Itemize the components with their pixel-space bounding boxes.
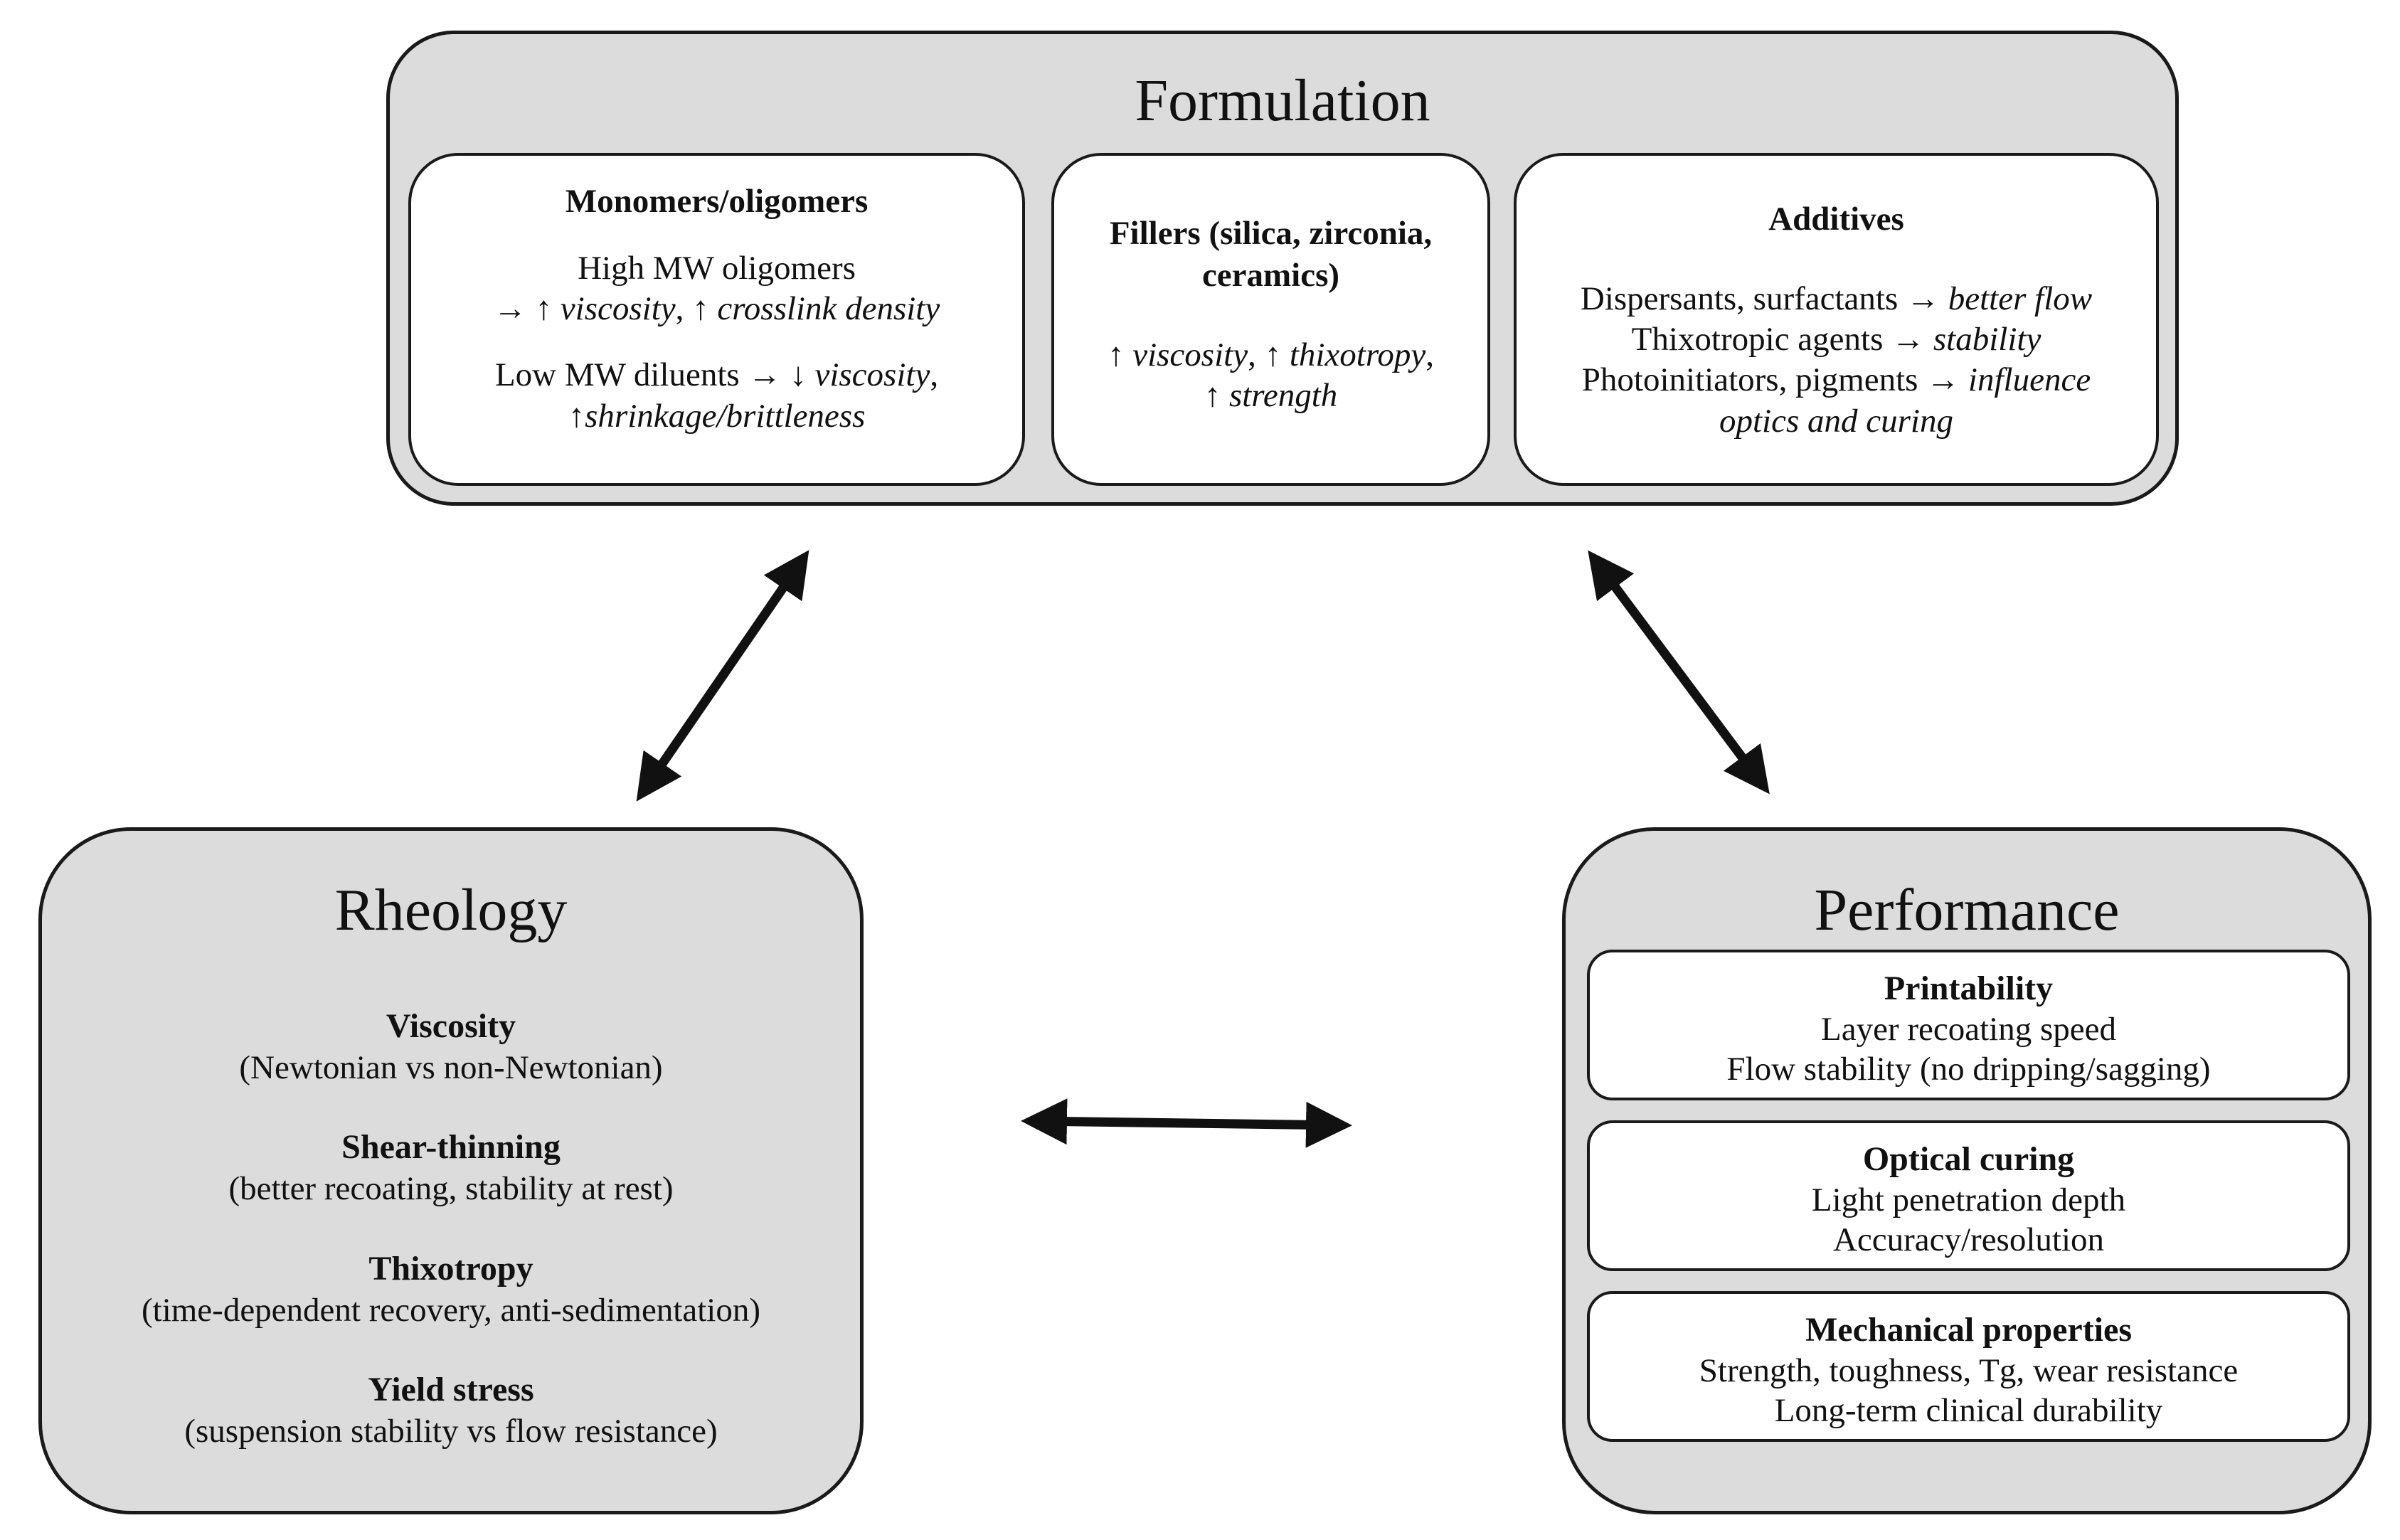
fillers-card: Fillers (silica, zirconia, ceramics) ↑ v…	[1051, 153, 1490, 486]
formulation-title: Formulation	[1135, 68, 1430, 134]
additives-line3: Photoinitiators, pigments → influence	[1581, 361, 2091, 399]
monomers-card: Monomers/oligomers High MW oligomers → ↑…	[408, 153, 1025, 486]
fillers-effect-line2: ↑ strength	[1204, 376, 1338, 414]
fillers-title-line2: ceramics)	[1201, 256, 1340, 294]
rheology-list: Viscosity (Newtonian vs non-Newtonian) S…	[42, 1005, 860, 1490]
low-mw-effect: ↑shrinkage/brittleness	[568, 397, 866, 435]
additives-line4: optics and curing	[1719, 402, 1953, 440]
fillers-effect-line1: ↑ viscosity, ↑ thixotropy,	[1107, 336, 1435, 373]
rheology-title: Rheology	[334, 877, 568, 943]
low-mw-label: Low MW diluents → ↓ viscosity,	[494, 356, 939, 394]
additives-card: Additives Dispersants, surfactants → bet…	[1514, 153, 2159, 486]
rheology-item-shear-thinning: Shear-thinning (better recoating, stabil…	[228, 1128, 674, 1208]
additives-line2: Thixotropic agents → stability	[1631, 321, 2041, 359]
optical-curing-card: Optical curing Light penetration depth A…	[1587, 1120, 2350, 1271]
high-mw-label: High MW oligomers	[578, 249, 856, 287]
monomers-title: Monomers/oligomers	[565, 183, 869, 220]
arrow-rheology-performance	[1021, 1098, 1352, 1148]
high-mw-effect: → ↑ viscosity, ↑ crosslink density	[493, 290, 940, 328]
mechanical-properties-card: Mechanical properties Strength, toughnes…	[1587, 1291, 2350, 1442]
formulation-panel: Formulation Monomers/oligomers High MW o…	[386, 31, 2179, 506]
arrow-formulation-performance	[1588, 550, 1770, 795]
rheology-item-viscosity: Viscosity (Newtonian vs non-Newtonian)	[239, 1007, 663, 1086]
performance-panel: Performance Printability Layer recoating…	[1562, 827, 2372, 1514]
additives-title: Additives	[1768, 201, 1904, 238]
fillers-title-line1: Fillers (silica, zirconia,	[1109, 215, 1433, 252]
arrow-formulation-rheology	[636, 550, 809, 802]
printability-card: Printability Layer recoating speed Flow …	[1587, 950, 2350, 1100]
additives-line1: Dispersants, surfactants → better flow	[1580, 280, 2093, 317]
rheology-item-thixotropy: Thixotropy (time-dependent recovery, ant…	[141, 1249, 760, 1329]
rheology-item-yield-stress: Yield stress (suspension stability vs fl…	[184, 1371, 718, 1450]
performance-title: Performance	[1814, 877, 2120, 943]
rheology-panel: Rheology Viscosity (Newtonian vs non-New…	[38, 827, 864, 1514]
